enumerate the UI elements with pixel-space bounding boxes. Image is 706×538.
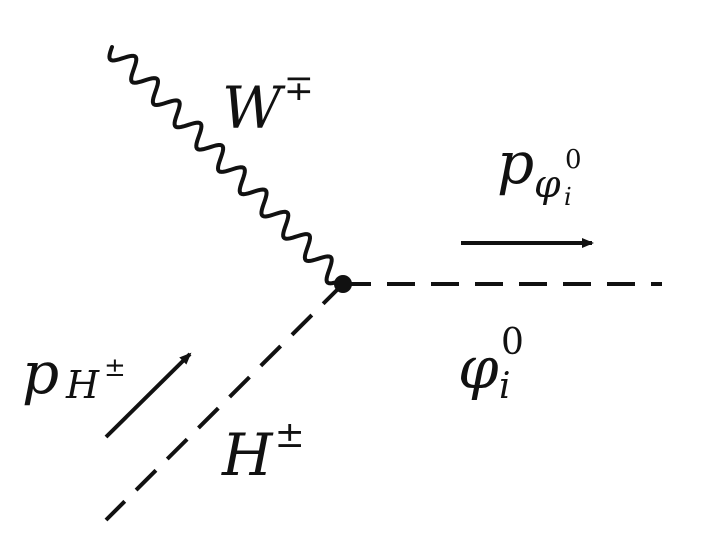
interaction-vertex <box>334 275 352 293</box>
svg-text:H±: H± <box>221 415 305 489</box>
svg-text:0: 0 <box>501 322 524 363</box>
neutral-scalar-label: φ 0 i <box>458 322 524 407</box>
charged-higgs-momentum-label: p H ± <box>22 339 126 407</box>
w-boson-label: W∓ <box>222 68 314 142</box>
svg-text:i: i <box>499 366 511 407</box>
svg-text:W∓: W∓ <box>222 68 314 142</box>
svg-text:p: p <box>22 339 59 407</box>
neutral-scalar-momentum-label: p φ 0 i <box>497 129 582 211</box>
svg-text:±: ± <box>104 353 126 383</box>
charged-higgs-label: H± <box>221 415 305 489</box>
charged-higgs-line <box>104 282 345 522</box>
svg-text:H: H <box>65 363 100 407</box>
svg-text:0: 0 <box>565 145 582 175</box>
charged-higgs-momentum-arrow <box>104 352 192 439</box>
svg-text:φ: φ <box>534 162 561 206</box>
svg-text:p: p <box>497 129 534 197</box>
svg-text:φ: φ <box>458 334 499 402</box>
svg-text:i: i <box>564 183 572 211</box>
w-boson-line <box>107 45 342 286</box>
